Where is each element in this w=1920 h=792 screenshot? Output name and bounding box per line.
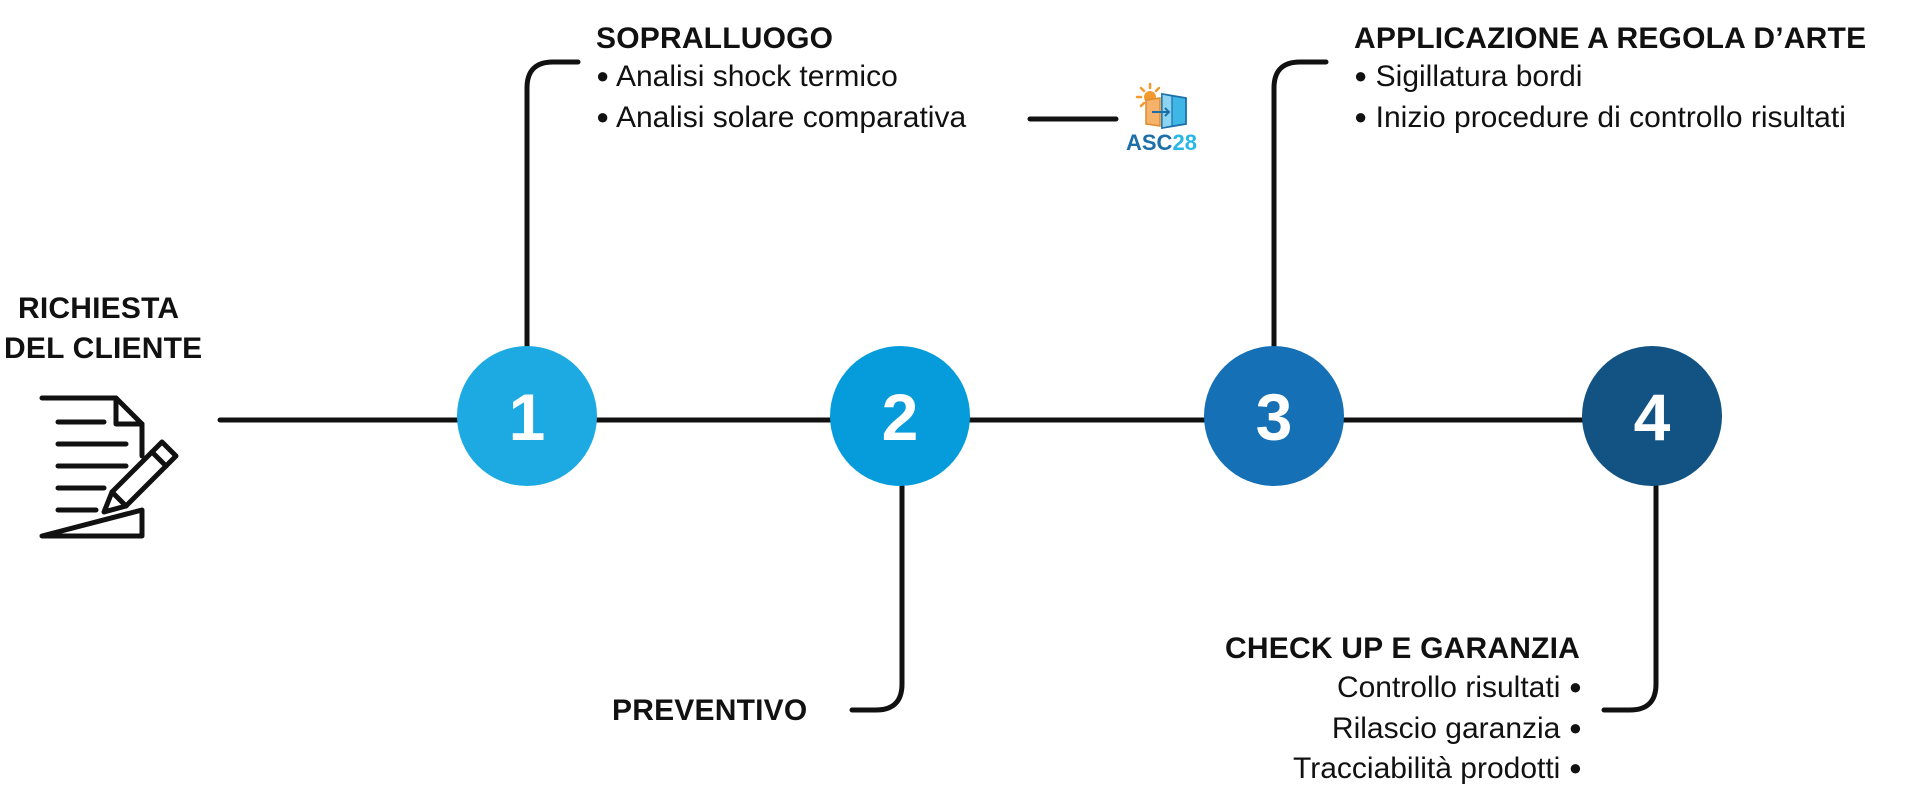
step-2: 2 — [830, 346, 970, 486]
step-2-number: 2 — [882, 380, 919, 454]
step-3: 3 — [1204, 346, 1344, 486]
step-1-number: 1 — [509, 380, 546, 454]
asc28-logo: ASC28 — [1126, 82, 1197, 155]
step-4: 4 — [1582, 346, 1722, 486]
applicazione-item: ● Sigillatura bordi — [1354, 60, 1583, 93]
applicazione-item-label: Inizio procedure di controllo risultati — [1375, 101, 1846, 134]
checkup-item-label: Tracciabilità prodotti — [1293, 752, 1561, 785]
step-4-number: 4 — [1634, 380, 1671, 454]
applicazione-item: ● Inizio procedure di controllo risultat… — [1354, 101, 1846, 134]
document-pencil-icon — [39, 395, 179, 539]
sopralluogo-title: SOPRALLUOGO — [596, 22, 834, 55]
logo-text-28: 28 — [1172, 130, 1196, 155]
checkup-item: Tracciabilità prodotti ● — [1293, 752, 1582, 785]
step-3-number: 3 — [1256, 380, 1293, 454]
sopralluogo-item: ● Analisi solare comparativa — [596, 101, 967, 134]
connector-step-4 — [1601, 483, 1659, 713]
step-2-circle — [830, 346, 970, 486]
checkup-item-label: Controllo risultati — [1336, 671, 1561, 704]
sun-window-icon — [1135, 82, 1187, 130]
sopralluogo-item-label: Analisi shock termico — [615, 60, 898, 93]
start-title-line1: RICHIESTA — [18, 292, 180, 325]
preventivo-title: PREVENTIVO — [612, 694, 808, 727]
sopralluogo-item: ● Analisi shock termico — [596, 60, 898, 93]
checkup-item: Controllo risultati ● — [1336, 671, 1582, 704]
step-3-circle — [1204, 346, 1344, 486]
checkup-item-label: Rilascio garanzia — [1331, 712, 1561, 745]
applicazione-item-label: Sigillatura bordi — [1375, 60, 1583, 93]
logo-text-asc: ASC — [1126, 130, 1173, 155]
checkup-title: CHECK UP E GARANZIA — [1225, 632, 1580, 665]
svg-text:ASC28: ASC28 — [1126, 130, 1197, 155]
connector-step-2 — [849, 483, 905, 713]
step-1: 1 — [457, 346, 597, 486]
connector-step-1 — [524, 59, 581, 353]
step-1-circle — [457, 346, 597, 486]
step-4-circle — [1582, 346, 1722, 486]
start-title-line2: DEL CLIENTE — [4, 332, 203, 365]
checkup-item: Rilascio garanzia ● — [1331, 712, 1582, 745]
connector-step-3 — [1271, 59, 1329, 353]
applicazione-title: APPLICAZIONE A REGOLA D’ARTE — [1354, 22, 1867, 55]
sopralluogo-item-label: Analisi solare comparativa — [615, 101, 967, 134]
